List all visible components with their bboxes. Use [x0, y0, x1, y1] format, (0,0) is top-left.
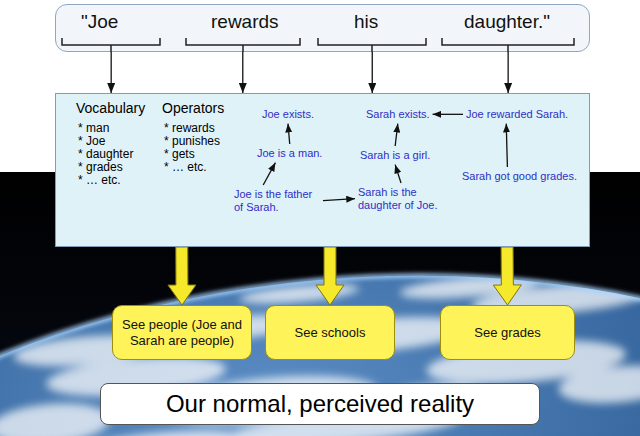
statement: Sarah got good grades.	[459, 167, 580, 186]
perception-box: See grades	[440, 305, 575, 360]
arrow	[395, 124, 398, 146]
arrow	[507, 52, 508, 93]
bracket	[186, 38, 300, 52]
arrow	[323, 199, 355, 201]
statement-text: Sarah is a girl.	[360, 149, 430, 162]
list-item: * Joe	[78, 135, 105, 148]
arrow	[372, 52, 373, 93]
sentence-word: his	[354, 11, 378, 33]
perception-box-text: See schools	[295, 325, 366, 341]
arrow	[433, 114, 463, 115]
sentence-word: "Joe	[81, 11, 118, 33]
arrow	[395, 165, 401, 183]
list-item: * … etc.	[164, 161, 207, 174]
earth-surface	[0, 219, 640, 436]
arrow	[288, 124, 290, 144]
sentence-word: daughter."	[464, 11, 550, 33]
perception-box: See schools	[265, 305, 395, 360]
arrow	[263, 163, 275, 185]
sentence-word: rewards	[211, 11, 279, 33]
atmosphere-glow	[0, 219, 640, 436]
bracket	[442, 38, 574, 52]
bracket	[318, 38, 426, 52]
reality-box: Our normal, perceived reality	[100, 383, 540, 425]
reality-box-text: Our normal, perceived reality	[166, 390, 474, 418]
statement-text: Joe is the father of Sarah.	[234, 188, 320, 213]
model-box: Vocabulary* man* Joe* daughter* grades* …	[55, 93, 590, 247]
statement: Joe rewarded Sarah.	[463, 105, 571, 124]
clouds	[0, 247, 640, 436]
statement-text: Joe rewarded Sarah.	[466, 108, 568, 121]
list-item: * daughter	[78, 148, 133, 161]
bracket	[62, 38, 160, 52]
statement: Sarah is a girl.	[357, 146, 433, 165]
arrow	[242, 52, 243, 93]
list-item: * grades	[78, 161, 123, 174]
block-arrow	[316, 247, 344, 305]
arrow	[506, 124, 507, 167]
list-heading: Operators	[162, 100, 224, 116]
list-item: * gets	[164, 148, 195, 161]
block-arrow	[168, 247, 196, 305]
list-heading: Vocabulary	[76, 100, 145, 116]
list-item: * … etc.	[78, 174, 121, 187]
statement: Joe exists.	[259, 105, 317, 124]
statement: Sarah exists.	[363, 105, 433, 124]
block-arrow	[493, 247, 521, 305]
list-item: * man	[78, 122, 109, 135]
statement: Joe is a man.	[254, 144, 325, 163]
statement: Sarah is the daughter of Joe.	[355, 183, 447, 214]
statement-text: Sarah is the daughter of Joe.	[358, 186, 444, 211]
perception-box-text: See grades	[474, 325, 541, 341]
perception-box: See people (Joe and Sarah are people)	[112, 305, 252, 360]
list-item: * punishes	[164, 135, 220, 148]
statement-text: Joe is a man.	[257, 147, 322, 160]
list-item: * rewards	[164, 122, 215, 135]
perception-box-text: See people (Joe and Sarah are people)	[119, 317, 245, 348]
statement-text: Sarah exists.	[366, 108, 430, 121]
statement-text: Joe exists.	[262, 108, 314, 121]
statement-text: Sarah got good grades.	[462, 170, 577, 183]
arrow	[111, 52, 112, 93]
statement: Joe is the father of Sarah.	[231, 185, 323, 216]
